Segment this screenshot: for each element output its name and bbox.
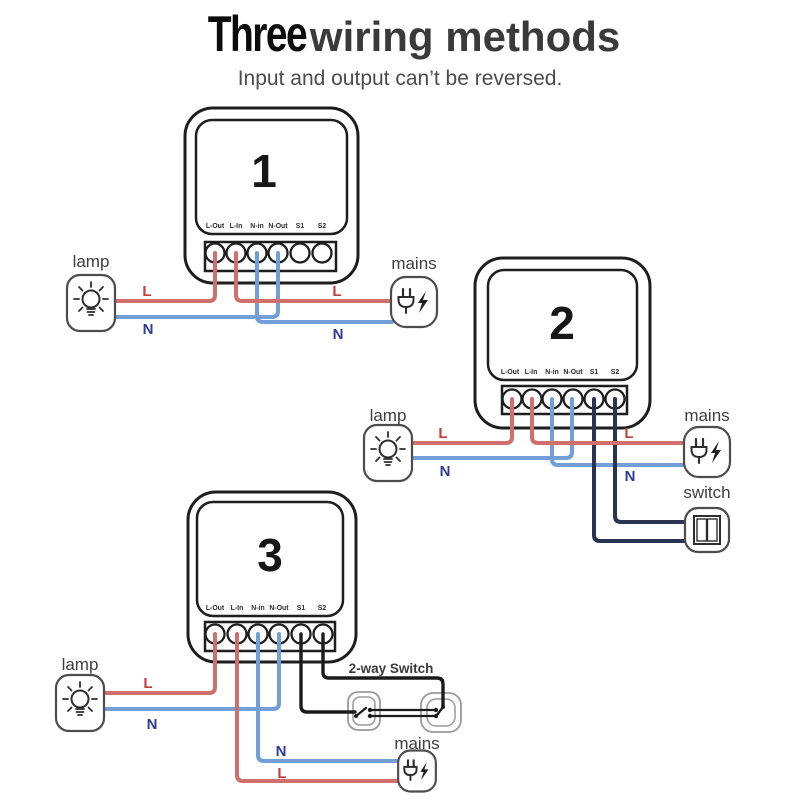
module-2-terminal-strip [500, 384, 629, 416]
mains-label: mains [391, 254, 436, 273]
mains-label: mains [684, 406, 729, 425]
wire-neutral-nin-to-mains-3 [256, 632, 401, 763]
svg-text:S2: S2 [318, 605, 327, 612]
wire-s1-to-switch-2 [592, 397, 686, 543]
page-header: Threewiring methods Input and output can… [0, 8, 800, 91]
svg-text:S2: S2 [318, 223, 327, 230]
module-2: 2 L-Out L-In N-in N-Out S1 S2 [473, 256, 652, 430]
module-2-number: 2 [549, 297, 575, 349]
diagram-2-wires [408, 397, 686, 543]
svg-text:L-In: L-In [231, 605, 244, 612]
wire-live-lin-to-mains-3 [235, 632, 401, 783]
wire-live-lin-to-mains-1 [234, 251, 394, 303]
switch-icon [683, 506, 731, 554]
contact-dot [354, 714, 358, 718]
svg-text:N-Out: N-Out [563, 369, 583, 376]
page-title: Threewiring methods [0, 8, 800, 61]
module-3-number: 3 [257, 529, 283, 581]
svg-text:S1: S1 [590, 369, 599, 376]
svg-text:S1: S1 [297, 605, 306, 612]
live-wire-label: L [143, 675, 152, 692]
wire-s2-to-right-switch-3 [321, 632, 445, 709]
live-wire-label: L [332, 283, 341, 300]
module-3-terminal-labels: L-Out L-In N-in N-Out S1 S2 [206, 605, 327, 612]
wire-neutral-lamp-to-nout-2 [408, 397, 574, 460]
two-way-switch-label: 2-way Switch [349, 661, 434, 676]
wire-live-lamp-to-lout-3 [100, 632, 217, 695]
module-1-terminal-labels: L-Out L-In N-in N-Out S1 S2 [206, 223, 327, 230]
neutral-wire-label: N [147, 716, 158, 733]
contact-dot [367, 707, 373, 713]
live-wire-label: L [142, 283, 151, 300]
mains-label: mains [394, 734, 439, 753]
wire-live-lamp-to-lout-2 [408, 397, 514, 445]
two-way-switch-right-icon [420, 692, 462, 733]
svg-text:N-Out: N-Out [269, 605, 289, 612]
mains-icon [397, 749, 437, 793]
diagram-1-labels: lamp mains L N L N [73, 252, 437, 343]
terminal-circle [289, 242, 311, 264]
mains-icon [389, 275, 439, 329]
wire-neutral-lamp-to-nout-1 [113, 251, 280, 319]
live-wire-label: L [624, 425, 633, 442]
diagram-3-labels: lamp mains 2-way Switch L N N L [62, 655, 440, 782]
live-wire-label: L [438, 425, 447, 442]
contact-dot [367, 713, 373, 719]
svg-text:N-Out: N-Out [268, 223, 288, 230]
contact-dot [433, 713, 439, 719]
svg-text:S2: S2 [611, 369, 620, 376]
diagram-1-wires [113, 251, 394, 324]
left-switch-toggle-blade [354, 706, 368, 718]
mains-icon [682, 425, 732, 479]
svg-text:L-In: L-In [230, 223, 243, 230]
svg-text:N-in: N-in [545, 369, 558, 376]
wire-s2-to-switch-2 [613, 397, 686, 524]
wire-live-lin-to-mains-2 [530, 397, 686, 445]
neutral-wire-label: N [333, 326, 344, 343]
svg-text:L-Out: L-Out [206, 223, 225, 230]
svg-text:N-in: N-in [251, 605, 264, 612]
wire-live-lamp-to-lout-1 [113, 251, 217, 303]
neutral-wire-label: N [143, 321, 154, 338]
module-1-number: 1 [251, 145, 277, 197]
title-emphasis: Three [207, 6, 307, 62]
module-3: 3 L-Out L-In N-in N-Out S1 S2 [186, 490, 358, 664]
title-rest: wiring methods [309, 13, 621, 60]
svg-text:N-in: N-in [250, 223, 263, 230]
lamp-label: lamp [73, 252, 110, 271]
lamp-icon [65, 273, 117, 333]
module-2-terminal-labels: L-Out L-In N-in N-Out S1 S2 [501, 369, 620, 376]
svg-text:L-Out: L-Out [501, 369, 520, 376]
svg-text:L-In: L-In [525, 369, 538, 376]
live-wire-label: L [277, 765, 286, 782]
module-1-terminal-strip [203, 240, 338, 273]
wire-neutral-lamp-to-nout-3 [100, 632, 281, 711]
lamp-icon [54, 673, 106, 733]
switch-label: switch [683, 483, 730, 502]
svg-text:L-Out: L-Out [206, 605, 225, 612]
contact-dot [441, 705, 445, 709]
svg-text:S1: S1 [296, 223, 305, 230]
lamp-label: lamp [370, 406, 407, 425]
neutral-wire-label: N [276, 743, 287, 760]
page-subtitle: Input and output can’t be reversed. [237, 66, 563, 90]
module-1: 1 L-Out L-In N-in N-Out S1 S2 [183, 106, 360, 285]
neutral-wire-label: N [625, 468, 636, 485]
diagram-3-wires [100, 632, 445, 783]
module-3-terminal-strip [203, 620, 337, 653]
wire-s1-to-left-switch-3 [299, 632, 357, 714]
contact-dot [433, 707, 439, 713]
diagram-2-labels: lamp mains switch L N L N [370, 406, 731, 502]
neutral-wire-label: N [440, 463, 451, 480]
lamp-label: lamp [62, 655, 99, 674]
terminal-circle [311, 242, 333, 264]
lamp-icon [362, 423, 414, 483]
